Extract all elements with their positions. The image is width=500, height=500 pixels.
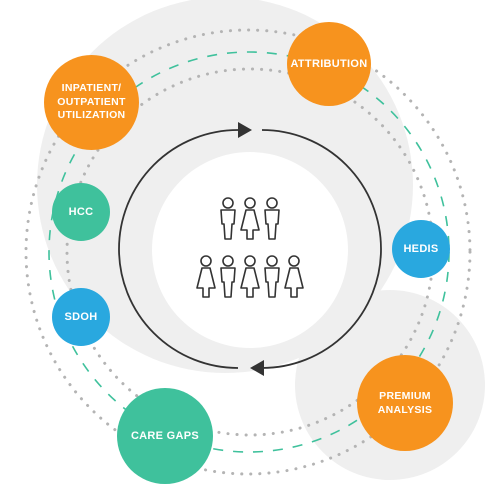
attribution-node[interactable]: ATTRIBUTION (287, 22, 371, 106)
person-icon (264, 255, 280, 298)
center-disk (152, 152, 348, 348)
inpatient-outpatient-utilization-label: INPATIENT/ OUTPATIENT UTILIZATION (57, 82, 126, 122)
person-icon (196, 255, 216, 298)
hedis-node[interactable]: HEDIS (392, 220, 450, 278)
person-icon (240, 255, 260, 298)
hcc-label: HCC (68, 206, 94, 218)
person-icon (284, 255, 304, 298)
cycle-arrows (118, 129, 382, 369)
premium-analysis-label: PREMIUM ANALYSIS (377, 389, 433, 416)
inpatient-outpatient-utilization-node[interactable]: INPATIENT/ OUTPATIENT UTILIZATION (44, 55, 139, 150)
care-gaps-label: CARE GAPS (130, 430, 200, 442)
attribution-label: ATTRIBUTION (290, 58, 368, 70)
sdoh-label: SDOH (64, 311, 98, 323)
sdoh-node[interactable]: SDOH (52, 288, 110, 346)
group-of-people-icon (196, 197, 304, 298)
person-icon (220, 255, 236, 298)
care-gaps-node[interactable]: CARE GAPS (117, 388, 213, 484)
person-icon (220, 197, 236, 240)
outer-dotted-ring (24, 28, 472, 476)
person-icon (264, 197, 280, 240)
person-icon (240, 197, 260, 240)
hedis-label: HEDIS (403, 243, 439, 255)
hcc-node[interactable]: HCC (52, 183, 110, 241)
premium-analysis-node[interactable]: PREMIUM ANALYSIS (357, 355, 453, 451)
cycle-arrowhead-top (238, 122, 252, 138)
cycle-arrow-left-arc (118, 129, 239, 369)
cycle-arrow-right-arc (261, 129, 382, 369)
cycle-arrowhead-bottom (250, 360, 264, 376)
